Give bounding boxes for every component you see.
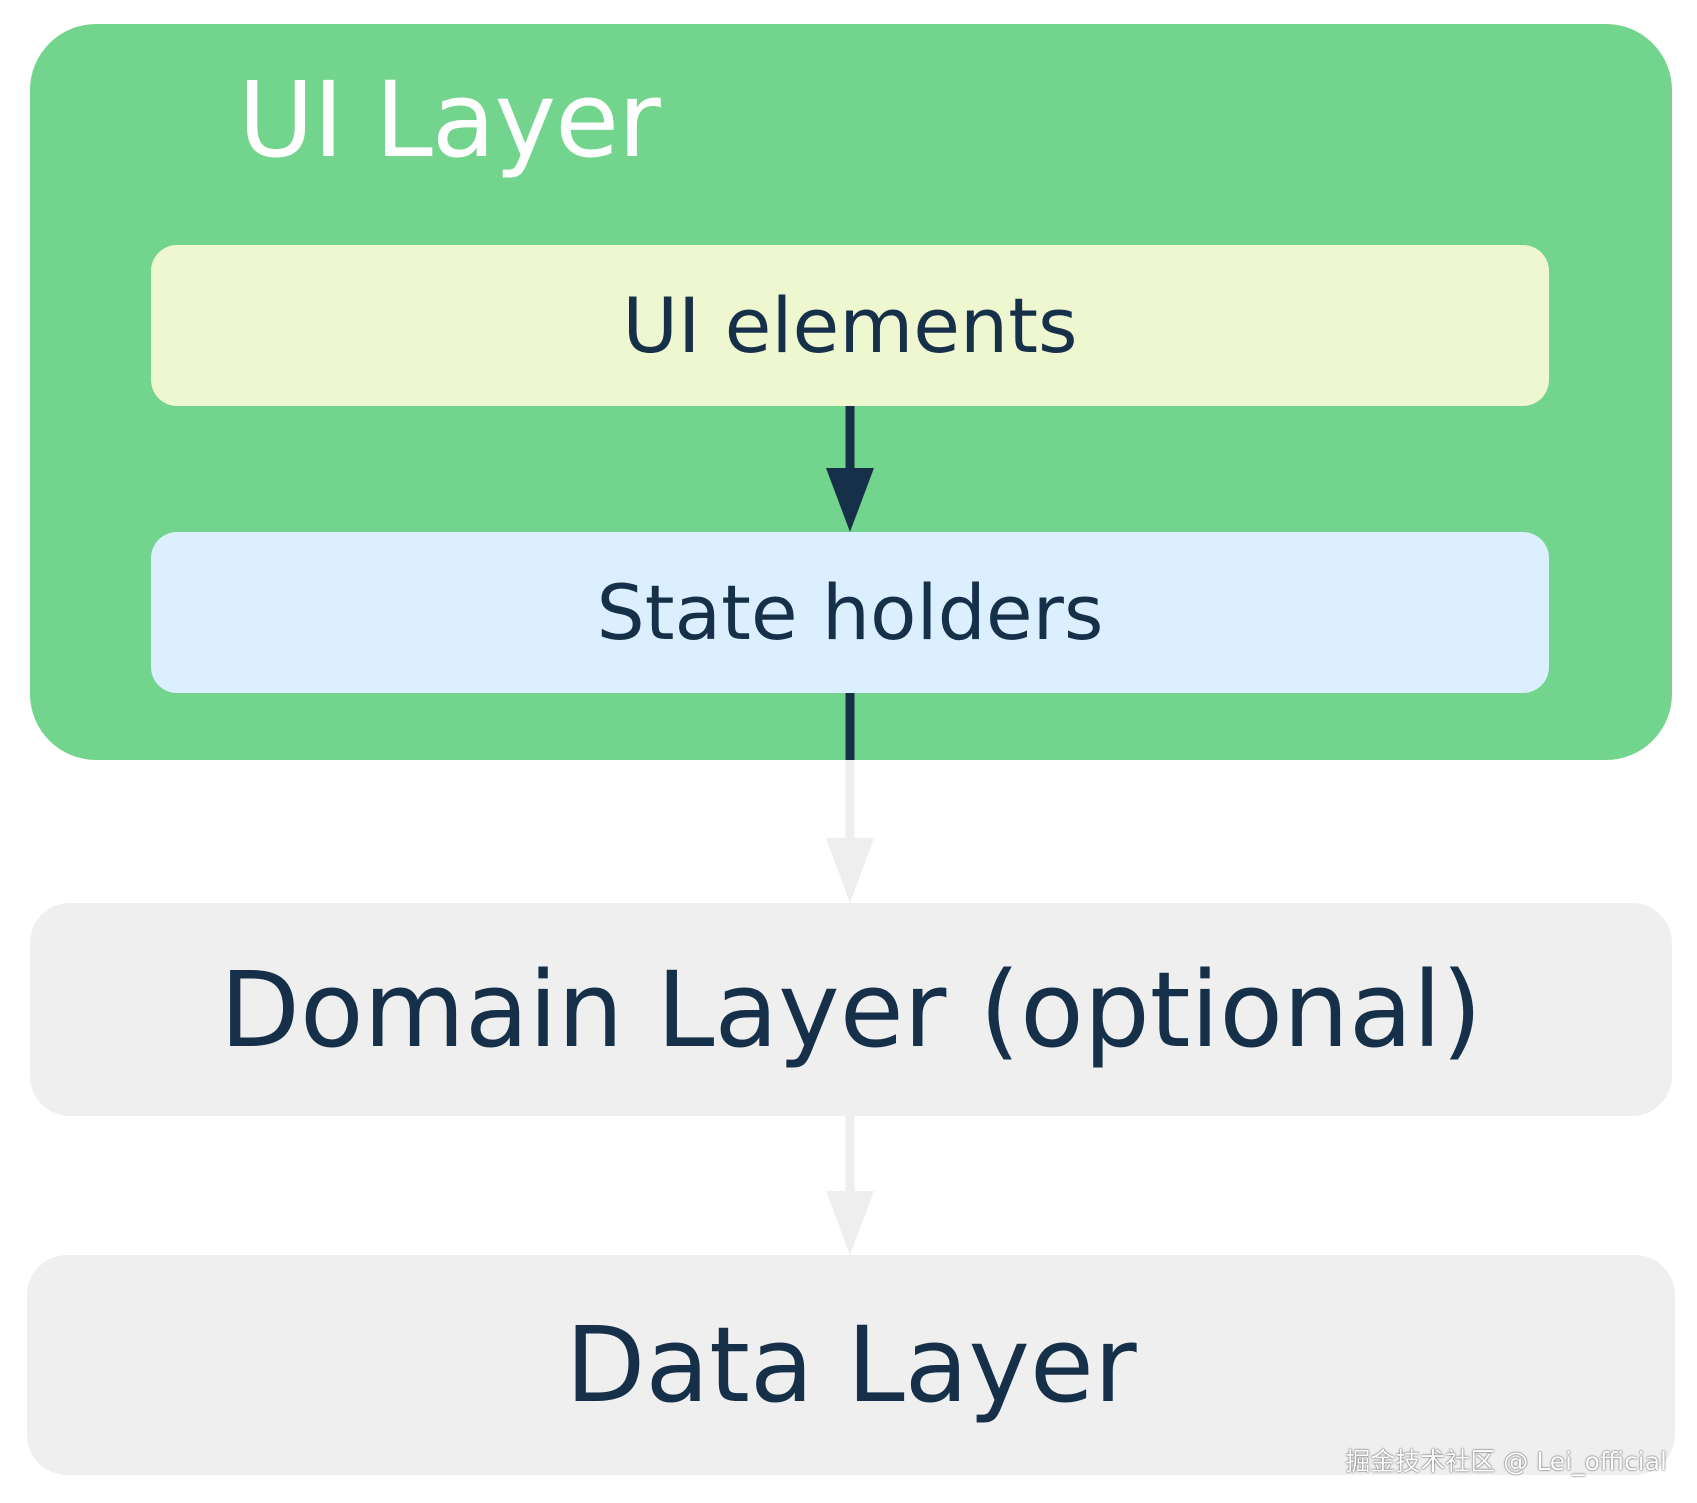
watermark: 掘金技术社区 @ Lei_official [1345,1447,1667,1476]
ui-layer-title: UI Layer [238,59,661,181]
data-layer-box: Data Layer [27,1255,1675,1475]
domain-layer-label: Domain Layer (optional) [219,948,1483,1071]
arrowhead-domain-layer [826,838,874,903]
ui-elements-label: UI elements [622,281,1078,370]
state-holders-box: State holders [151,532,1549,693]
data-layer-label: Data Layer [565,1304,1137,1426]
domain-layer-box: Domain Layer (optional) [30,903,1672,1116]
arrowhead-data-layer [826,1191,874,1255]
state-holders-label: State holders [596,568,1104,657]
ui-elements-box: UI elements [151,245,1549,406]
